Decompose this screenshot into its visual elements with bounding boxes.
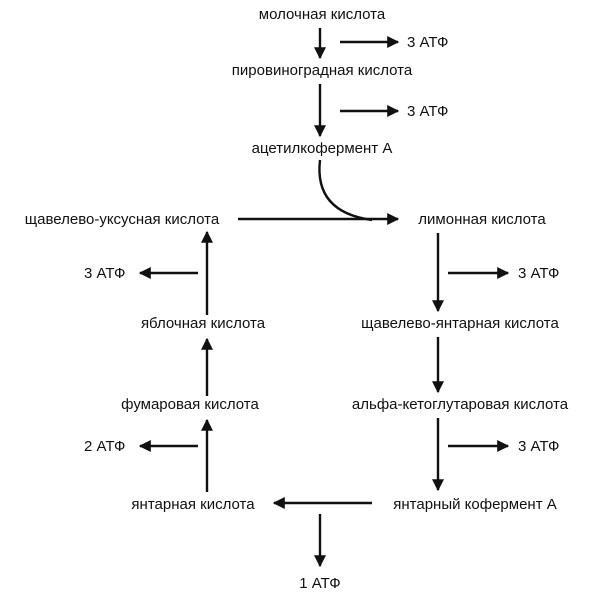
- edge-acetyl-coa-into-cycle: [318, 159, 373, 222]
- node-oxaloacetic-acid: щавелево-уксусная кислота: [25, 211, 220, 228]
- node-succinic-acid: янтарная кислота: [131, 496, 255, 513]
- node-lactic-acid: молочная кислота: [259, 6, 386, 23]
- yield-label-citrate-to-oxalosuccinate: 3 АТФ: [518, 265, 559, 282]
- yield-label-succinyl-to-succinate: 1 АТФ: [299, 575, 340, 592]
- node-citric-acid: лимонная кислота: [418, 211, 546, 228]
- node-succinyl-coa: янтарный кофермент А: [393, 496, 556, 513]
- node-malic-acid: яблочная кислота: [141, 315, 266, 332]
- yield-label-ketoglutarate-to-succinyl: 3 АТФ: [518, 438, 559, 455]
- node-acetyl-coa: ацетилкофермент А: [252, 140, 393, 157]
- yield-label-succinate-to-fumarate: 2 АТФ: [84, 438, 125, 455]
- yield-label-lactate-to-pyruvate: 3 АТФ: [407, 34, 448, 51]
- yield-label-pyruvate-to-acetyl: 3 АТФ: [407, 103, 448, 120]
- node-oxalosuccinic-acid: щавелево-янтарная кислота: [361, 315, 559, 332]
- node-fumaric-acid: фумаровая кислота: [121, 396, 259, 413]
- node-alpha-ketoglutaric-acid: альфа-кетоглутаровая кислота: [352, 396, 569, 413]
- node-pyruvic-acid: пировиноградная кислота: [232, 62, 413, 79]
- yield-label-malate-to-oxaloacetate: 3 АТФ: [84, 265, 125, 282]
